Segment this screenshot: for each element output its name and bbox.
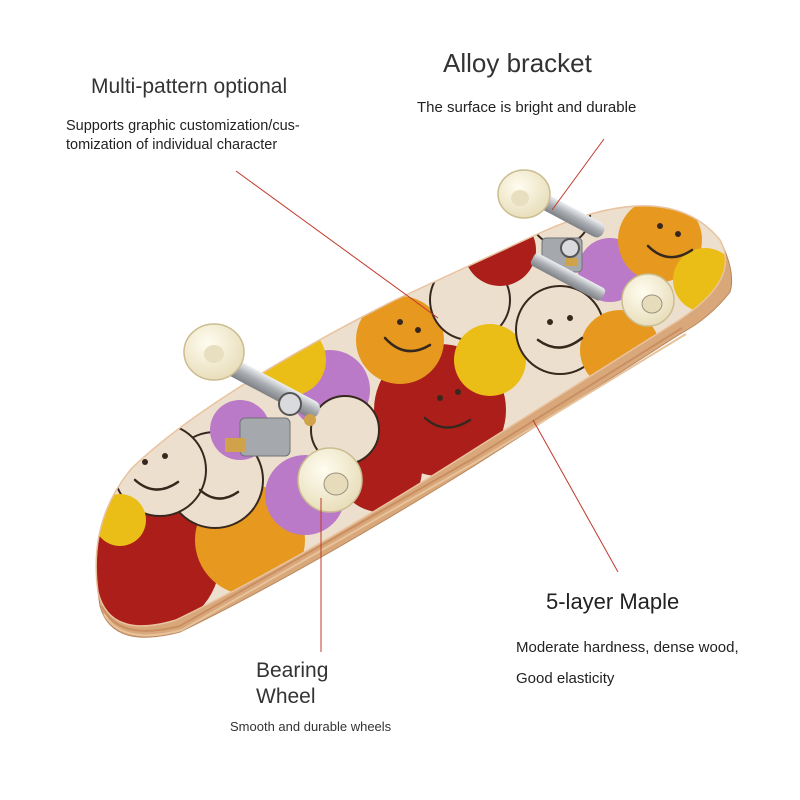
deck-graphic (96, 205, 726, 626)
front-truck (220, 356, 320, 457)
callout-maple-desc-line1: Moderate hardness, dense wood, (516, 639, 739, 656)
callout-alloy-title: Alloy bracket (443, 48, 592, 78)
callout-maple-desc-line2: Good elasticity (516, 670, 615, 687)
leader-line-multi-pattern (235, 170, 439, 319)
callout-alloy-desc: The surface is bright and durable (417, 99, 637, 116)
leader-line-alloy (551, 138, 605, 211)
leader-line-maple (532, 419, 619, 573)
callout-multi-pattern-title: Multi-pattern optional (91, 75, 288, 98)
callout-maple-title: 5-layer Maple (546, 589, 680, 614)
callout-bearing-desc: Smooth and durable wheels (230, 719, 392, 734)
callout-multi-pattern-desc: Supports graphic customization/cus-tomiz… (66, 118, 300, 153)
rear-truck (530, 190, 606, 301)
callout-bearing-title: Bearing Wheel (256, 659, 329, 708)
